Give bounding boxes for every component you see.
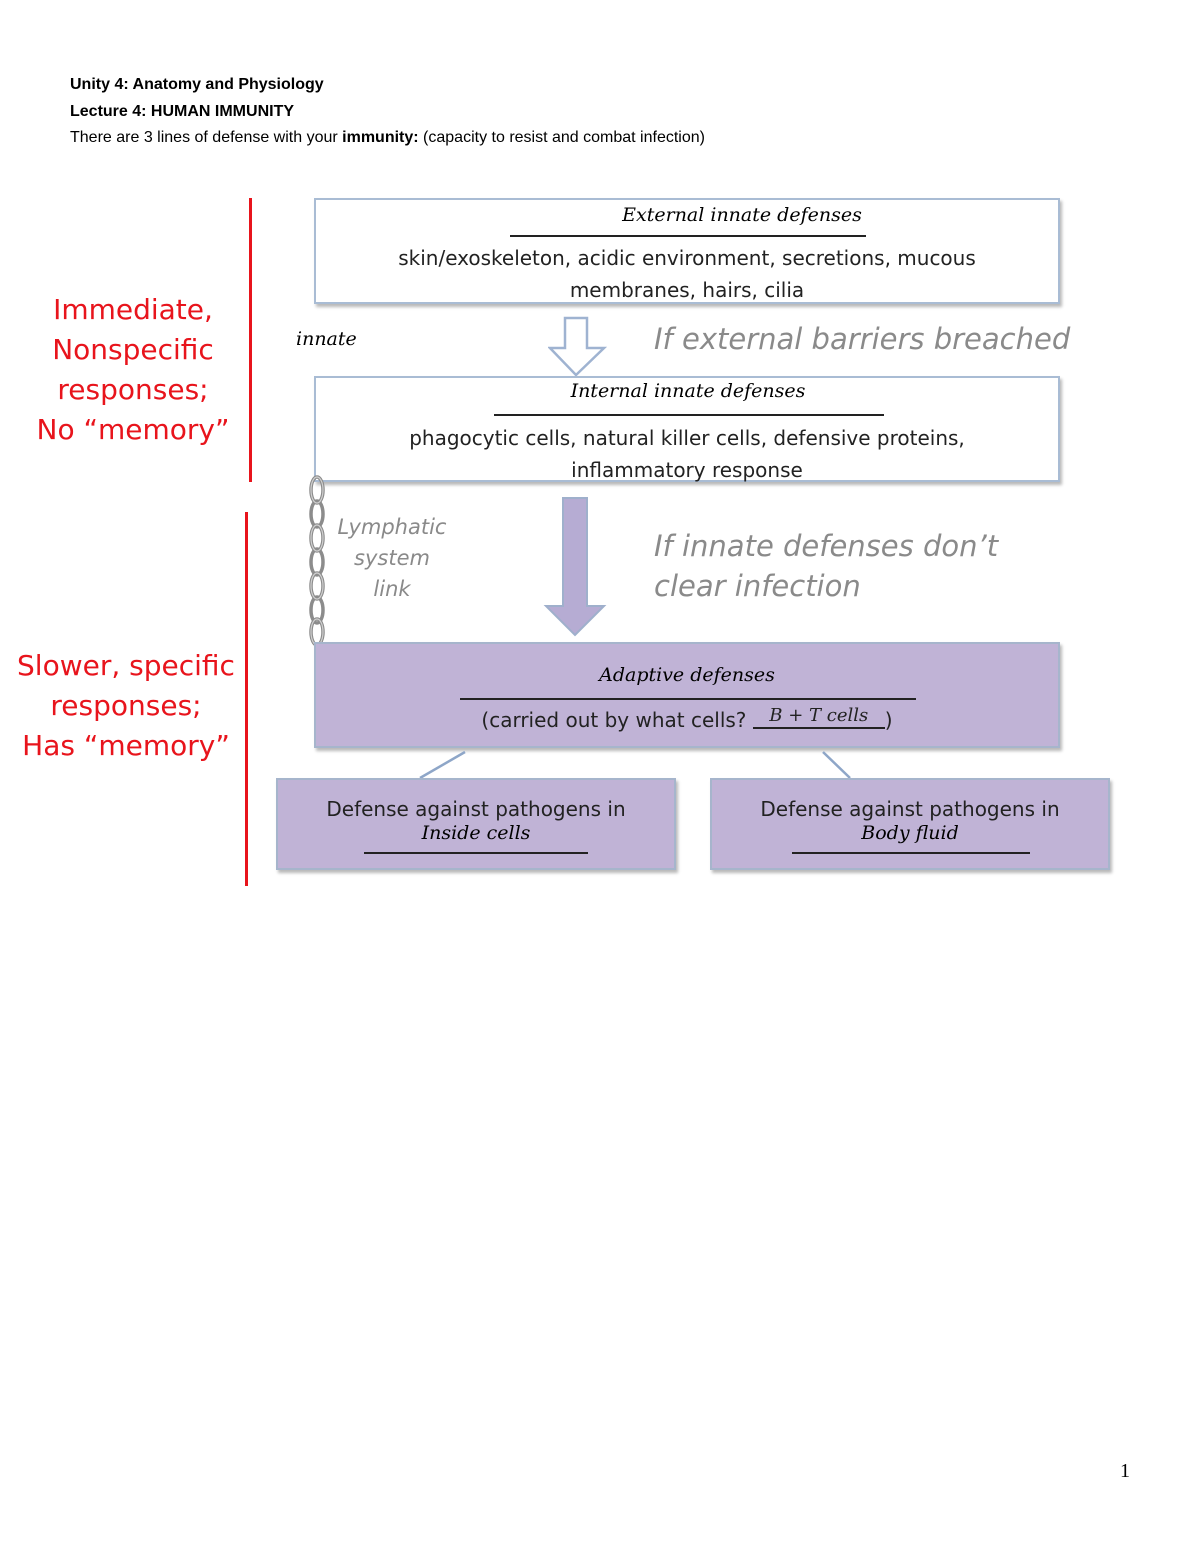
lymphatic-line: system — [354, 546, 430, 570]
body-fluid-answer: Body fluid — [861, 822, 959, 844]
adaptive-defenses-answer: Adaptive defenses — [599, 664, 775, 686]
adaptive-arrow-icon — [543, 497, 607, 637]
adaptive-bracket-line — [245, 512, 248, 886]
adaptive-defenses-box: Adaptive defenses (carried out by what c… — [314, 642, 1060, 748]
inside-cells-label: Defense against pathogens in — [326, 797, 626, 821]
not-cleared-line: clear infection — [654, 569, 861, 603]
innate-label: innate — [296, 328, 357, 350]
adaptive-label-line: Slower, specific — [17, 649, 235, 682]
innate-label-line: No “memory” — [36, 413, 230, 446]
internal-defenses-examples: phagocytic cells, natural killer cells, … — [316, 422, 1058, 486]
intro-suffix: (capacity to resist and combat infection… — [418, 129, 705, 146]
chain-link-icon — [309, 475, 325, 647]
description-line: inflammatory response — [571, 458, 803, 482]
description-line: skin/exoskeleton, acidic environment, se… — [398, 246, 976, 270]
branch-connectors — [419, 750, 851, 780]
description-line: membranes, hairs, cilia — [569, 278, 805, 302]
external-defenses-examples: skin/exoskeleton, acidic environment, se… — [316, 242, 1058, 306]
innate-label-line: Nonspecific — [52, 333, 214, 366]
lymphatic-link-label: Lymphatic system link — [330, 512, 454, 605]
not-cleared-line: If innate defenses don’t — [654, 529, 999, 563]
question-suffix: ) — [884, 708, 893, 732]
body-fluid-box: Defense against pathogens in Body fluid — [710, 778, 1110, 870]
description-line: phagocytic cells, natural killer cells, … — [409, 426, 965, 450]
body-fluid-label: Defense against pathogens in — [760, 797, 1060, 821]
adaptive-response-label: Slower, specific responses; Has “memory” — [12, 646, 240, 766]
unit-title: Unity 4: Anatomy and Physiology — [70, 76, 324, 93]
breach-arrow-icon — [548, 316, 608, 377]
external-defenses-box: External innate defenses skin/exoskeleto… — [314, 198, 1060, 304]
adaptive-label-line: responses; — [50, 689, 202, 722]
adaptive-label-line: Has “memory” — [22, 729, 230, 762]
page-number: 1 — [1120, 1460, 1130, 1482]
external-defenses-answer: External innate defenses — [622, 204, 862, 226]
answer-blank-line — [510, 235, 866, 237]
answer-blank-line — [364, 852, 588, 854]
inside-cells-answer: Inside cells — [421, 822, 531, 844]
lymphatic-line: link — [373, 577, 411, 601]
question-prefix: (carried out by what cells? — [481, 708, 753, 732]
answer-blank-line — [792, 852, 1030, 854]
innate-response-label: Immediate, Nonspecific responses; No “me… — [20, 290, 246, 450]
lymphatic-line: Lymphatic — [337, 515, 447, 539]
intro-prefix: There are 3 lines of defense with your — [70, 129, 343, 146]
inside-cells-box: Defense against pathogens in Inside cell… — [276, 778, 676, 870]
lecture-title: Lecture 4: HUMAN IMMUNITY — [70, 103, 295, 120]
breach-annotation: If external barriers breached — [654, 322, 1071, 356]
adaptive-cells-question: (carried out by what cells? B + T cells) — [316, 704, 1058, 736]
intro-keyword: immunity: — [342, 129, 419, 146]
internal-defenses-box: Internal innate defenses phagocytic cell… — [314, 376, 1060, 482]
not-cleared-annotation: If innate defenses don’t clear infection — [654, 526, 998, 606]
intro-sentence: There are 3 lines of defense with your i… — [70, 128, 705, 148]
innate-label-line: Immediate, — [53, 293, 213, 326]
adaptive-cells-answer: B + T cells — [769, 705, 869, 726]
innate-label-line: responses; — [57, 373, 209, 406]
answer-blank-line — [494, 414, 884, 416]
answer-blank-line — [460, 698, 916, 700]
innate-bracket-line — [249, 198, 252, 482]
internal-defenses-answer: Internal innate defenses — [570, 380, 806, 402]
